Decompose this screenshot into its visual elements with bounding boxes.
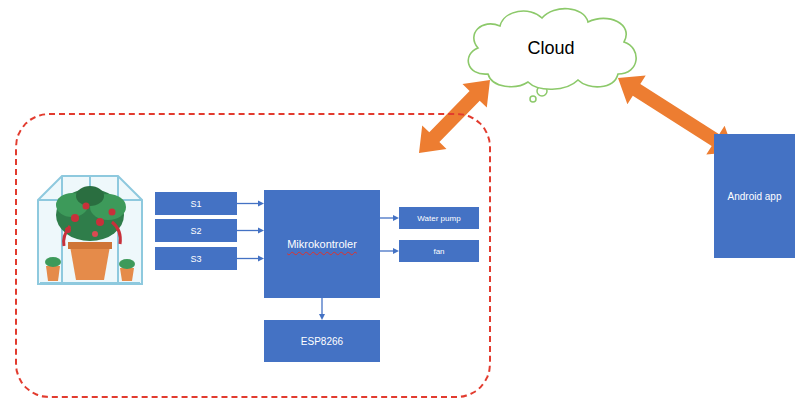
node-label: S3 (190, 254, 201, 264)
node-label: Water pump (417, 214, 460, 223)
node-label: S2 (190, 226, 201, 236)
cloud-shape: Cloud (458, 4, 644, 92)
node-label: fan (433, 247, 444, 256)
connector-arrow (380, 248, 399, 254)
actuator-box: Water pump (399, 207, 479, 229)
connector-arrow (237, 228, 264, 234)
sensor-box: S3 (155, 247, 237, 270)
connector-arrow (319, 298, 325, 320)
connector-arrow (380, 215, 399, 221)
wifi-module-box: ESP8266 (264, 320, 380, 362)
connector-arrow (419, 80, 490, 153)
sensor-box: S1 (155, 192, 237, 215)
microcontroller-box: Mikrokontroler (264, 190, 380, 298)
node-label: S1 (190, 199, 201, 209)
sensor-box: S2 (155, 219, 237, 242)
actuator-box: fan (399, 240, 479, 262)
node-label: Cloud (527, 38, 574, 59)
connector-arrow (237, 256, 264, 262)
node-label: Android app (728, 191, 782, 202)
connector-arrow (237, 201, 264, 207)
system-boundary: S1S2S3 Mikrokontroler Water pump fanESP8266 (15, 113, 491, 398)
node-label: ESP8266 (301, 336, 343, 347)
app-box: Android app (714, 134, 795, 258)
node-label: Mikrokontroler (287, 238, 357, 250)
